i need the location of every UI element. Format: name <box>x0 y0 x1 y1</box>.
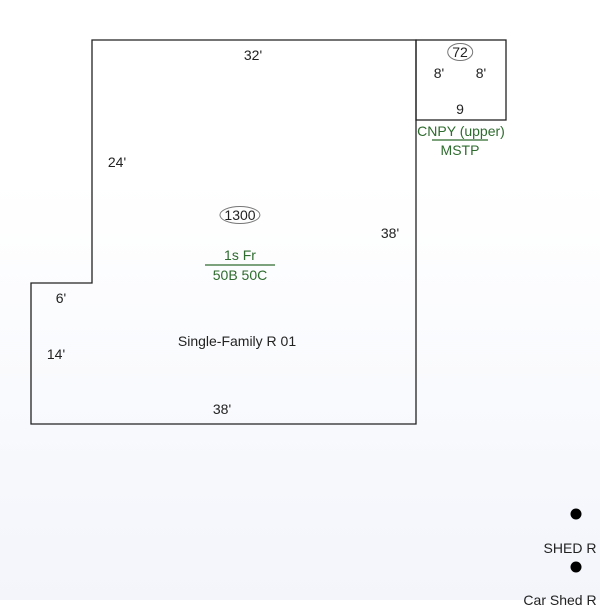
main-code-lower: 50B 50C <box>212 267 268 283</box>
car-shed-label: Car Shed R <box>523 592 597 608</box>
shed-label: SHED R <box>543 540 597 556</box>
shed-marker[interactable] <box>570 508 582 520</box>
canopy-right-dimension: 8' <box>475 65 487 81</box>
canopy-code-lower: MSTP <box>440 142 480 158</box>
main-code-upper: 1s Fr <box>224 247 256 263</box>
canopy-area-label: 72 <box>447 43 473 61</box>
left-upper-dimension: 24' <box>107 154 127 170</box>
main-building-label: Single-Family R 01 <box>177 333 297 349</box>
top-dimension: 32' <box>243 47 263 63</box>
step-dimension: 6' <box>55 290 67 306</box>
canopy-outline[interactable] <box>415 39 507 121</box>
canopy-left-dimension: 8' <box>433 65 445 81</box>
bottom-dimension: 38' <box>212 401 232 417</box>
canopy-bottom-dimension: 9 <box>456 101 464 117</box>
main-building-outline[interactable] <box>30 39 417 425</box>
main-area-label: 1300 <box>219 206 261 224</box>
canopy-code-upper: CNPY (upper) <box>417 123 505 139</box>
car-shed-marker[interactable] <box>570 561 582 573</box>
left-lower-dimension: 14' <box>46 346 66 362</box>
right-dimension: 38' <box>380 225 400 241</box>
